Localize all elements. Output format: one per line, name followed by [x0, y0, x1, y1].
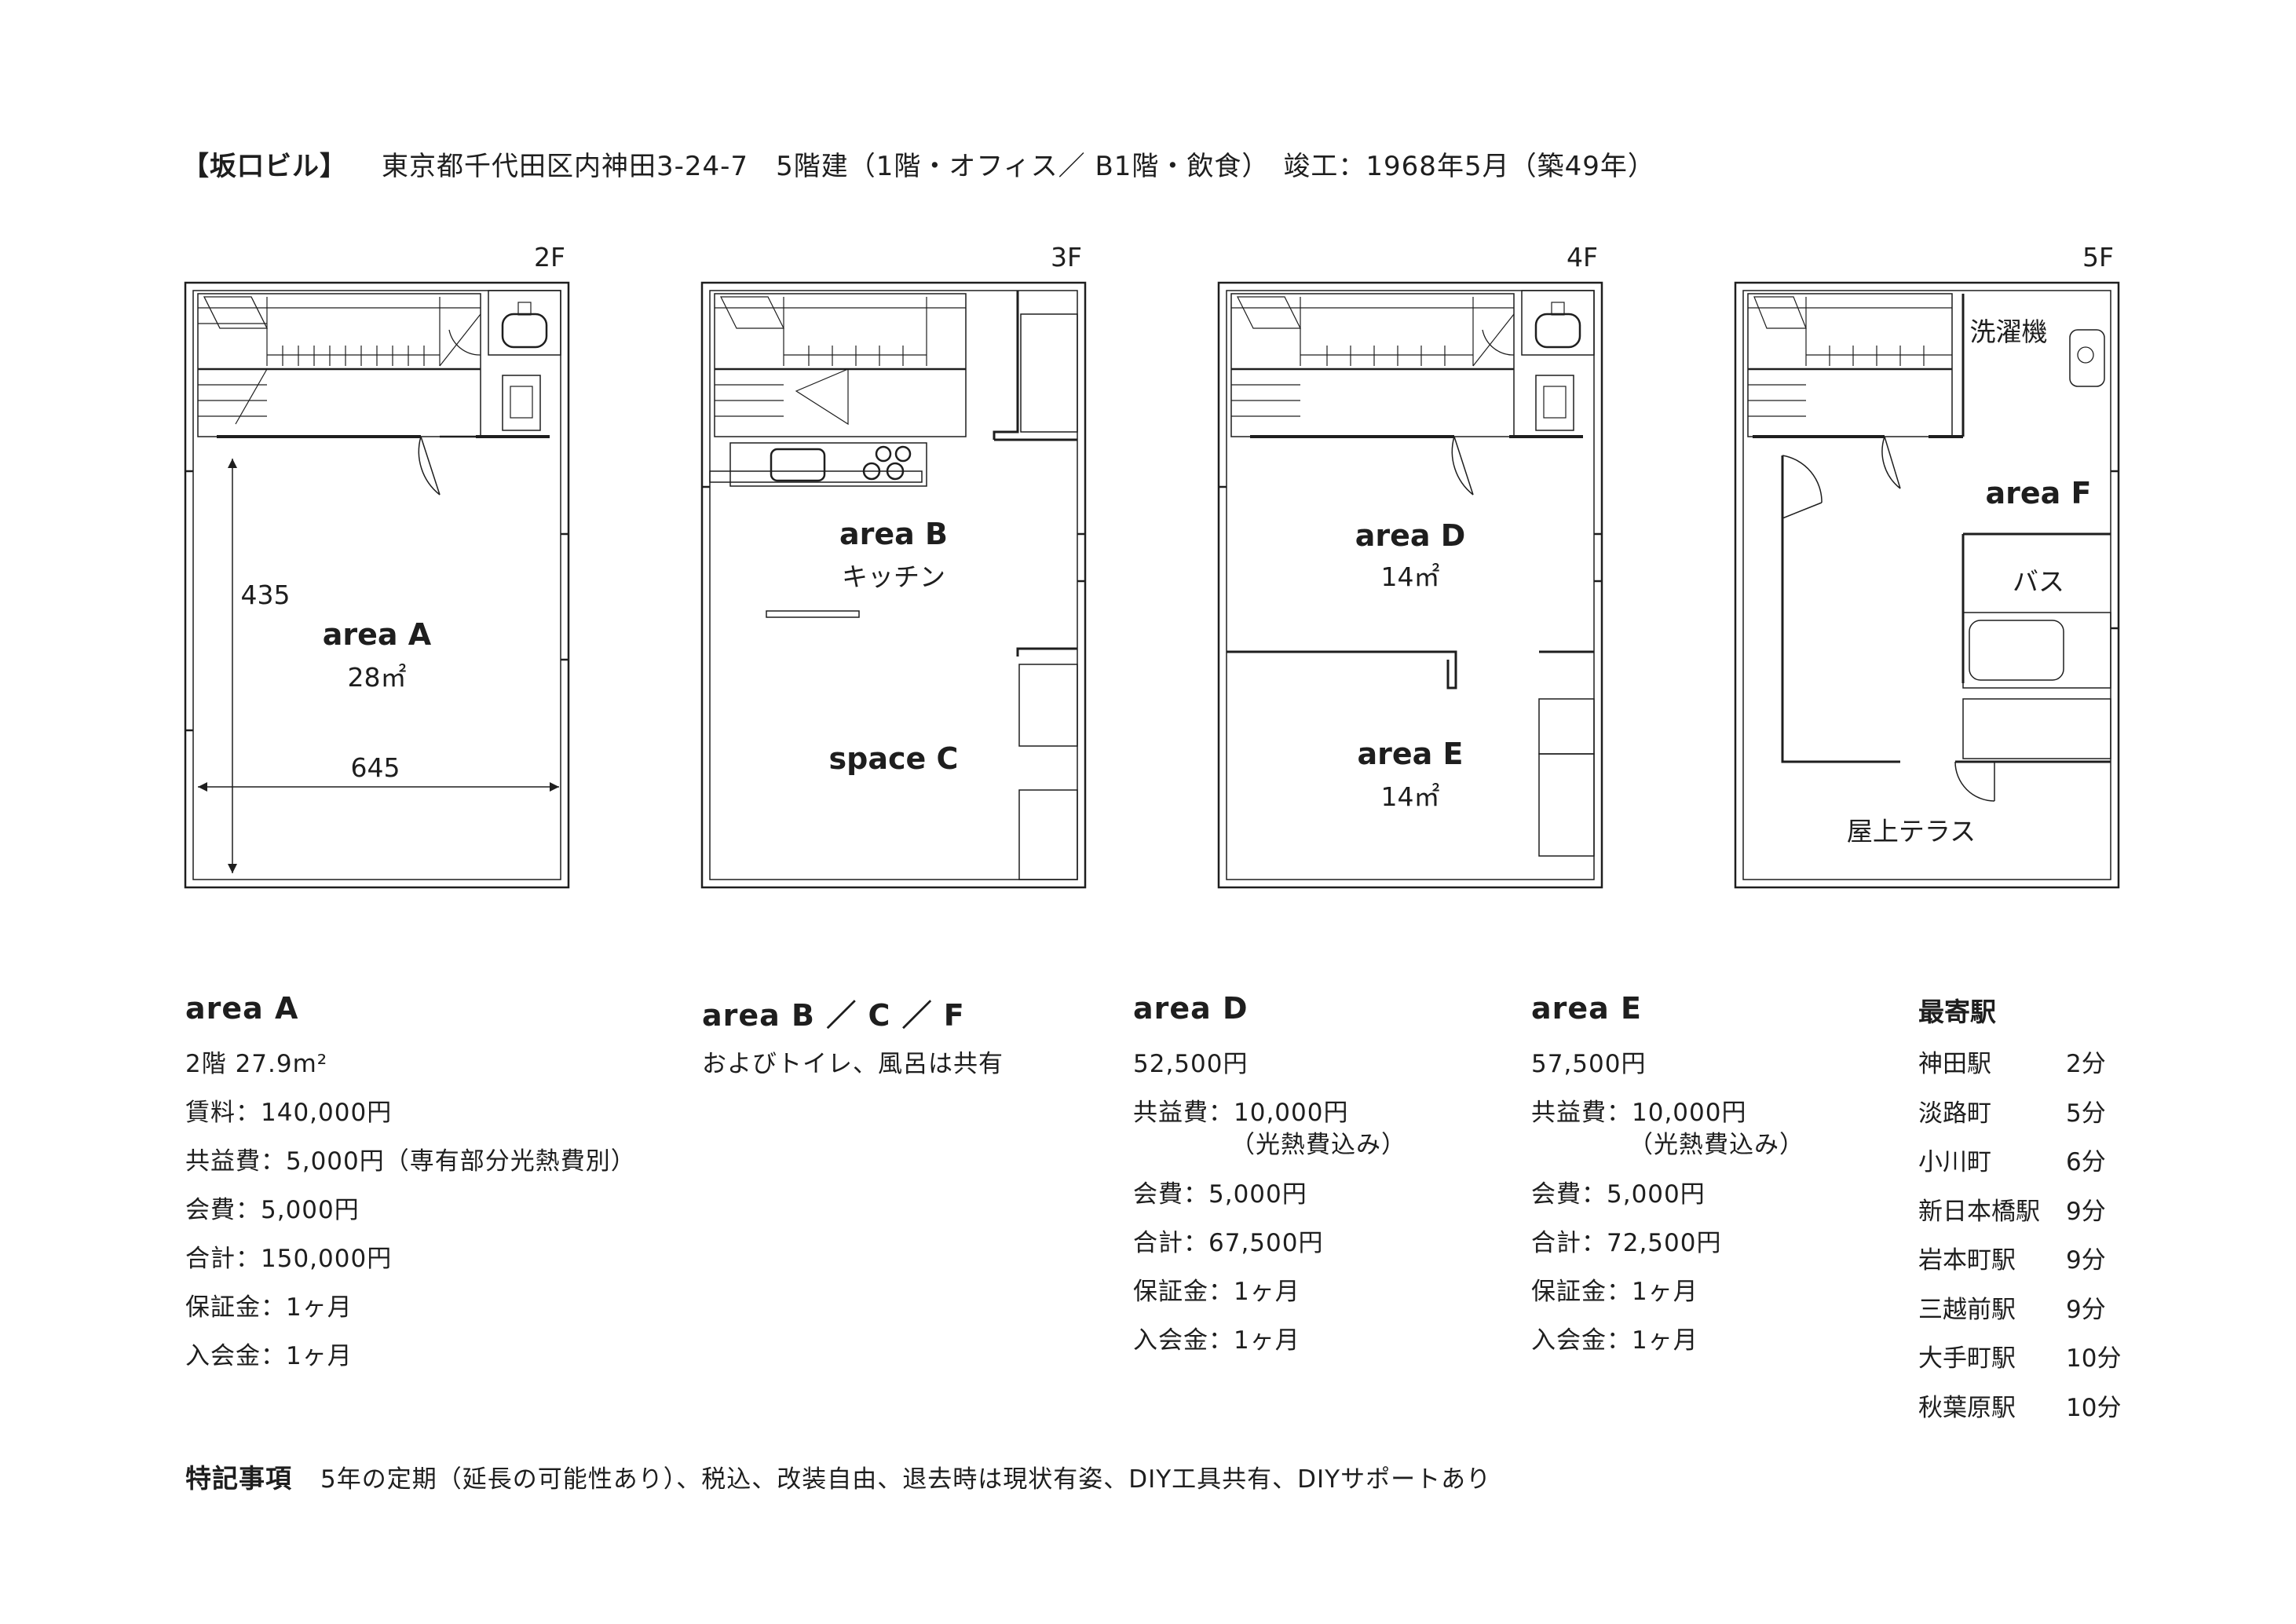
area-e-title: area E	[1531, 991, 1642, 1026]
area-bcf-details: area B ／ C ／ F およびトイレ、風呂は共有	[702, 991, 1004, 1088]
station-name: 新日本橋駅	[1918, 1197, 2040, 1226]
area-bcf-title: area B ／ C ／ F	[702, 998, 965, 1033]
station-time: 10分	[2066, 1344, 2122, 1373]
area-a-label: area A	[322, 617, 432, 652]
area-a-line: 入会金：1ヶ月	[185, 1342, 353, 1370]
special-notes-label: 特記事項	[185, 1463, 292, 1494]
station-time: 10分	[2066, 1393, 2122, 1422]
floor-label-5f: 5F	[2082, 242, 2114, 272]
dimension-height: 435	[240, 580, 291, 610]
area-bcf-line: およびトイレ、風呂は共有	[702, 1050, 1004, 1078]
building-header: 【坂口ビル】 東京都千代田区内神田3-24-7 5階建（1階・オフィス／ B1階・…	[182, 144, 1655, 183]
station-row: 神田駅 2分	[1918, 1040, 2121, 1089]
area-a-line: 会費：5,000円	[185, 1196, 360, 1224]
dimension-width: 645	[350, 752, 400, 783]
area-e-common-note: （光熱費込み）	[1629, 1131, 1804, 1159]
area-d-common-fee: 共益費：10,000円	[1133, 1099, 1349, 1127]
area-b-label: area B	[839, 517, 948, 551]
plan-2f	[184, 281, 570, 889]
area-e-line: 保証金：1ヶ月	[1531, 1278, 1698, 1306]
area-e-common-fee: 共益費：10,000円	[1531, 1099, 1747, 1127]
floor-label-2f: 2F	[534, 242, 565, 272]
area-f-label: area F	[1985, 476, 2092, 510]
area-b-sublabel: キッチン	[842, 561, 945, 592]
station-name: 秋葉原駅	[1918, 1393, 2016, 1422]
station-row: 淡路町 5分	[1918, 1089, 2121, 1139]
area-a-line: 共益費：5,000円（専有部分光熱費別）	[185, 1147, 636, 1176]
station-name: 小川町	[1918, 1148, 1991, 1176]
area-e-line: 会費：5,000円	[1531, 1180, 1706, 1209]
station-name: 神田駅	[1918, 1050, 1991, 1078]
area-a-details: area A 2階 27.9m² 賃料：140,000円 共益費：5,000円（…	[185, 991, 636, 1381]
station-time: 9分	[2066, 1197, 2106, 1226]
area-d-common-note: （光熱費込み）	[1230, 1131, 1406, 1159]
area-a-line: 2階 27.9m²	[185, 1050, 328, 1078]
station-name: 淡路町	[1918, 1099, 1991, 1128]
station-time: 2分	[2066, 1050, 2106, 1078]
station-name: 岩本町駅	[1918, 1246, 2016, 1275]
station-row: 三越前駅 9分	[1918, 1286, 2121, 1335]
area-d-line: 保証金：1ヶ月	[1133, 1278, 1300, 1306]
area-a-title: area A	[185, 991, 299, 1026]
area-d-line: 会費：5,000円	[1133, 1180, 1307, 1209]
area-d-line: 合計：67,500円	[1133, 1229, 1324, 1257]
station-time: 9分	[2066, 1295, 2106, 1324]
building-name: 【坂口ビル】	[182, 151, 347, 182]
area-d-details: area D 52,500円 共益費：10,000円 （光熱費込み） 会費：5,…	[1133, 991, 1406, 1365]
floor-label-4f: 4F	[1567, 242, 1598, 272]
station-row: 新日本橋駅 9分	[1918, 1187, 2121, 1237]
special-notes: 特記事項 5年の定期（延長の可能性あり）、税込、改装自由、退去時は現状有姿、DIY…	[185, 1458, 1491, 1495]
rooftop-terrace-label: 屋上テラス	[1846, 816, 1976, 847]
area-e-line: 合計：72,500円	[1531, 1229, 1722, 1257]
floor-label-3f: 3F	[1051, 242, 1082, 272]
building-address: 東京都千代田区内神田3-24-7 5階建（1階・オフィス／ B1階・飲食） 竣工…	[382, 151, 1655, 182]
station-time: 9分	[2066, 1246, 2106, 1275]
station-row: 大手町駅 10分	[1918, 1334, 2121, 1384]
washer-label: 洗濯機	[1969, 316, 2048, 347]
station-time: 5分	[2066, 1099, 2106, 1128]
special-notes-text: 5年の定期（延長の可能性あり）、税込、改装自由、退去時は現状有姿、DIY工具共有…	[320, 1465, 1492, 1494]
station-name: 三越前駅	[1918, 1295, 2016, 1324]
area-e-size: 14㎡	[1380, 781, 1440, 812]
area-e-label: area E	[1357, 737, 1464, 771]
bath-label: バス	[2013, 566, 2064, 597]
station-row: 岩本町駅 9分	[1918, 1236, 2121, 1286]
area-a-line: 賃料：140,000円	[185, 1099, 393, 1127]
area-d-rent: 52,500円	[1133, 1050, 1249, 1078]
area-d-label: area D	[1355, 518, 1466, 553]
area-a-line: 保証金：1ヶ月	[185, 1293, 353, 1322]
plan-3f	[700, 281, 1087, 889]
area-e-rent: 57,500円	[1531, 1050, 1647, 1078]
station-time: 6分	[2066, 1148, 2106, 1176]
station-row: 秋葉原駅 10分	[1918, 1384, 2121, 1433]
area-e-details: area E 57,500円 共益費：10,000円 （光熱費込み） 会費：5,…	[1531, 991, 1804, 1365]
space-c-label: space C	[828, 741, 959, 776]
area-d-size: 14㎡	[1380, 561, 1440, 592]
station-row: 小川町 6分	[1918, 1138, 2121, 1187]
area-a-line: 合計：150,000円	[185, 1245, 393, 1273]
area-d-line: 入会金：1ヶ月	[1133, 1326, 1300, 1355]
area-e-line: 入会金：1ヶ月	[1531, 1326, 1698, 1355]
stations-title: 最寄駅	[1918, 997, 1996, 1027]
area-a-size: 28㎡	[347, 662, 407, 693]
nearest-stations: 最寄駅 神田駅 2分 淡路町 5分 小川町 6分 新日本橋駅 9分 岩本町駅 9分 三越前…	[1918, 991, 2121, 1432]
plan-5f	[1734, 281, 2120, 889]
plan-4f	[1217, 281, 1603, 889]
station-name: 大手町駅	[1918, 1344, 2016, 1373]
area-d-title: area D	[1133, 991, 1249, 1026]
